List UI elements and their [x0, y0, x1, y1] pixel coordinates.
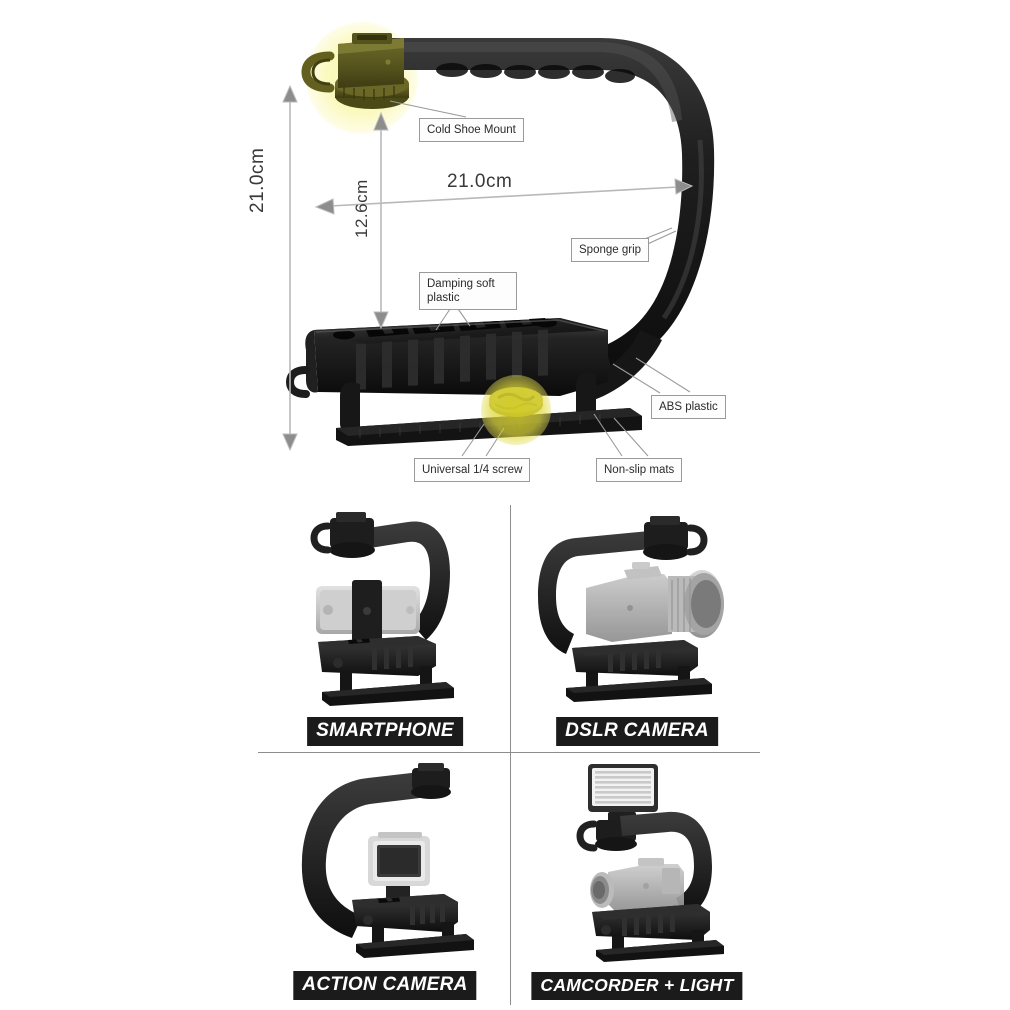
smartphone-rig-illustration — [310, 512, 454, 706]
callout-cold-shoe-mount: Cold Shoe Mount — [419, 118, 524, 142]
gallery-cell-camcorder-light: CAMCORDER + LIGHT — [512, 754, 762, 1006]
sponge-grip-handle — [392, 38, 715, 372]
dslr-rig-illustration — [538, 516, 724, 702]
callout-sponge-grip: Sponge grip — [571, 238, 650, 262]
gallery-caption-smartphone: SMARTPHONE — [307, 717, 463, 746]
action-camera-rig-illustration — [301, 763, 474, 958]
dimension-lines — [282, 84, 694, 452]
use-case-gallery — [0, 500, 1010, 1010]
gallery-horizontal-divider — [258, 752, 760, 753]
gallery-caption-camcorder-light: CAMCORDER + LIGHT — [531, 972, 743, 1000]
callout-damping-soft-plastic: Damping soft plastic — [419, 272, 517, 310]
dimension-total-height — [282, 84, 298, 452]
dimension-width-label: 21.0cm — [447, 171, 513, 192]
dimension-handle-height-label: 12.6cm — [352, 179, 371, 238]
gallery-cell-action-camera: ACTION CAMERA — [260, 754, 510, 1006]
gallery-caption-dslr-camera: DSLR CAMERA — [556, 717, 718, 746]
dimension-handle-height — [373, 111, 389, 330]
dimension-width — [314, 178, 694, 215]
gallery-cell-dslr-camera: DSLR CAMERA — [512, 500, 762, 752]
u-rig-illustration — [282, 33, 715, 457]
callout-universal-quarter-screw: Universal 1/4 screw — [414, 458, 531, 482]
dimension-total-height-label: 21.0cm — [247, 147, 268, 213]
callout-non-slip-mats: Non-slip mats — [596, 458, 683, 482]
universal-quarter-screw-part — [489, 387, 543, 417]
specification-diagram: 21.0cm 21.0cm 12.6cm Cold Shoe Mount Spo… — [0, 0, 1010, 500]
cold-shoe-mount-part — [301, 33, 409, 109]
led-light-panel — [588, 764, 658, 822]
gallery-vertical-divider — [510, 505, 511, 1005]
callout-abs-plastic: ABS plastic — [651, 395, 726, 419]
rig-rail-body — [285, 318, 608, 398]
gallery-cell-smartphone: SMARTPHONE — [260, 500, 510, 752]
camcorder-light-rig-illustration — [576, 764, 724, 962]
gallery-caption-action-camera: ACTION CAMERA — [293, 971, 477, 1000]
